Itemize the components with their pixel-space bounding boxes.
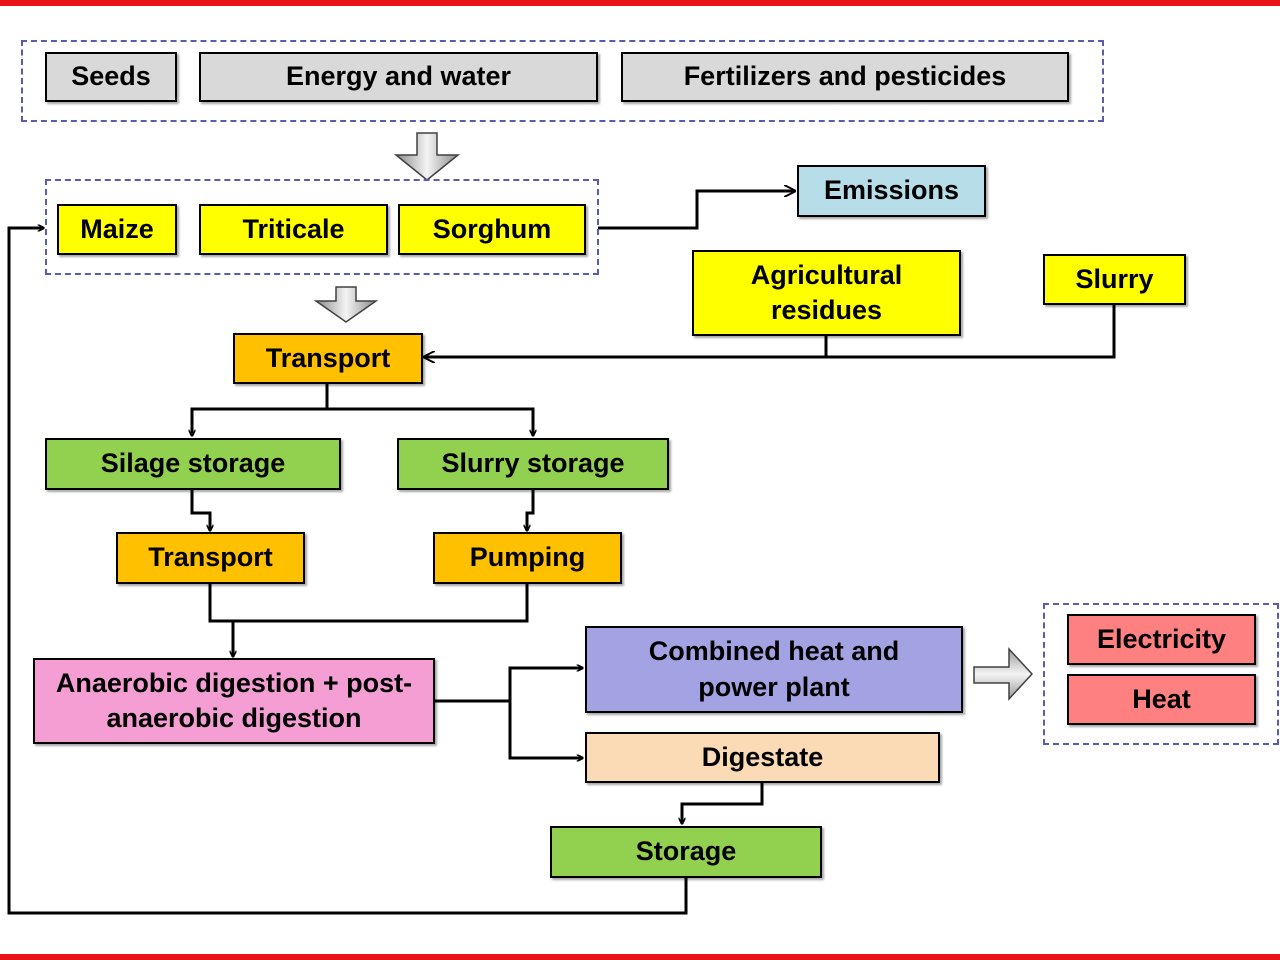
slurry-storage-label: Slurry storage <box>441 448 625 479</box>
heat-box: Heat <box>1067 674 1256 725</box>
silage-storage-box: Silage storage <box>45 438 341 490</box>
storage-label: Storage <box>635 836 737 867</box>
line-slurry-to-transport <box>424 304 1116 357</box>
line-crops-to-emissions <box>598 191 795 230</box>
line-transport-to-ad <box>208 584 233 623</box>
block-arrow-crops-to-transport <box>313 286 379 323</box>
seeds-label: Seeds <box>71 61 151 92</box>
fertilizers-label: Fertilizers and pesticides <box>683 61 1007 92</box>
slurry-storage-box: Slurry storage <box>397 438 669 490</box>
transport-main-label: Transport <box>265 342 391 373</box>
emissions-label: Emissions <box>823 175 960 206</box>
digestate-label: Digestate <box>701 741 824 772</box>
transport-silage-label: Transport <box>148 542 273 573</box>
line-transport-to-silage <box>192 407 327 436</box>
line-digestate-to-storage <box>682 783 764 824</box>
sorghum-label: Sorghum <box>432 213 552 244</box>
pumping-box: Pumping <box>433 532 622 584</box>
electricity-box: Electricity <box>1067 614 1256 665</box>
transport-main-box: Transport <box>233 333 423 384</box>
pumping-label: Pumping <box>469 542 586 573</box>
triticale-label: Triticale <box>242 213 345 244</box>
fertilizers-box: Fertilizers and pesticides <box>621 52 1069 102</box>
transport-silage-box: Transport <box>116 532 305 584</box>
bottom-red-border <box>0 954 1280 960</box>
line-ad-to-digestate <box>508 701 583 758</box>
sorghum-box: Sorghum <box>398 204 586 255</box>
heat-label: Heat <box>1132 683 1191 714</box>
silage-storage-label: Silage storage <box>100 448 286 479</box>
line-slurry-storage-to-pumping <box>527 490 535 531</box>
inputs-group <box>21 40 1104 122</box>
anaerobic-digestion-label: Anaerobic digestion + post-anaerobic dig… <box>55 667 413 733</box>
slurry-label: Slurry <box>1075 263 1154 294</box>
digestate-box: Digestate <box>585 732 940 783</box>
energy-water-label: Energy and water <box>285 61 512 92</box>
slurry-box: Slurry <box>1043 254 1186 305</box>
line-storage-feedback <box>7 228 688 915</box>
line-transport-to-slurry-storage <box>327 407 533 436</box>
block-arrow-inputs-to-crops <box>393 132 461 181</box>
outputs-group <box>1043 603 1279 745</box>
maize-box: Maize <box>57 204 177 255</box>
storage-box: Storage <box>550 826 822 878</box>
seeds-box: Seeds <box>45 52 177 102</box>
agricultural-residues-box: Agricultural residues <box>692 250 961 336</box>
chp-plant-box: Combined heat and power plant <box>585 626 963 713</box>
line-ad-to-chp <box>508 668 583 701</box>
block-arrow-chp-to-outputs <box>973 647 1034 701</box>
triticale-box: Triticale <box>199 204 388 255</box>
chp-plant-label: Combined heat and power plant <box>648 636 900 702</box>
crops-group <box>45 179 599 275</box>
electricity-label: Electricity <box>1096 623 1227 654</box>
energy-water-box: Energy and water <box>199 52 598 102</box>
maize-label: Maize <box>80 213 154 244</box>
anaerobic-digestion-box: Anaerobic digestion + post-anaerobic dig… <box>33 658 435 744</box>
top-red-border <box>0 0 1280 6</box>
line-silage-to-transport <box>190 490 210 531</box>
emissions-box: Emissions <box>797 165 986 217</box>
line-pumping-to-ad <box>233 584 529 623</box>
agricultural-residues-label: Agricultural residues <box>750 259 903 325</box>
